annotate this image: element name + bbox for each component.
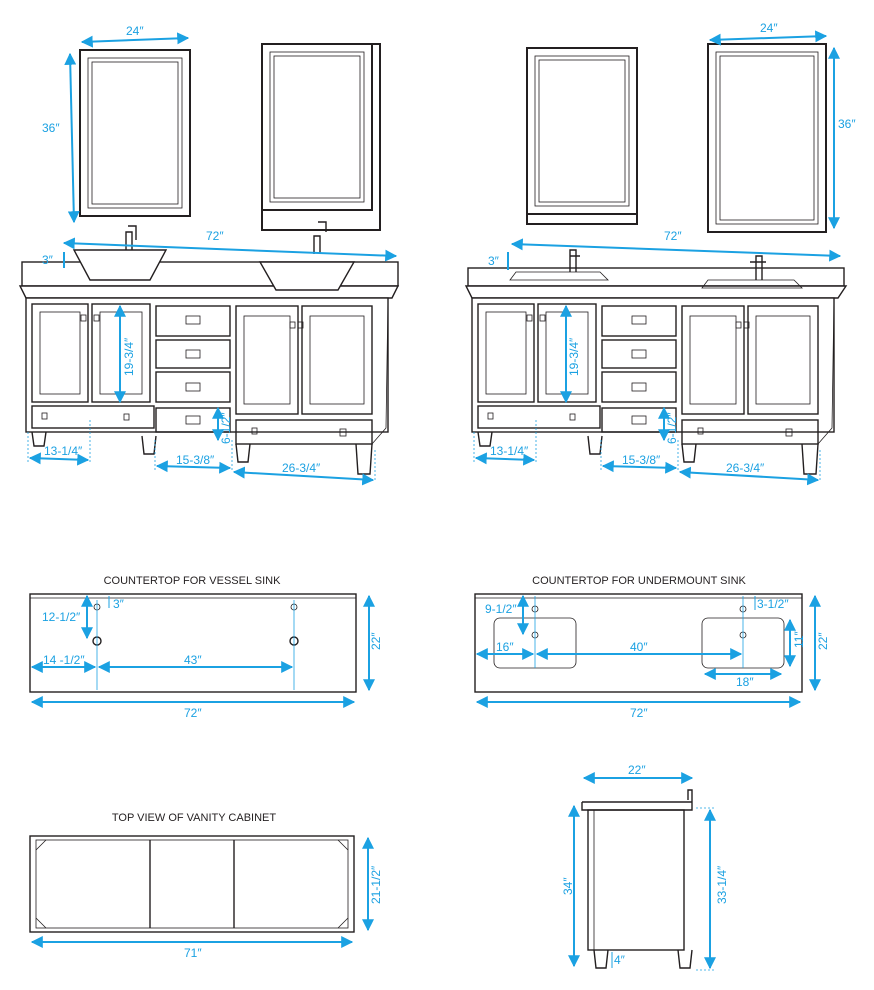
left-mirror — [526, 47, 638, 215]
dim-mirror-width: 24″ — [126, 24, 144, 38]
dim-drawer-height: 6-1/2″ — [219, 412, 233, 444]
dim-drain-from-back: 12-1/2″ — [42, 610, 81, 624]
dim-cabinet-height: 34″ — [561, 877, 575, 895]
dim-mirror-width: 24″ — [760, 21, 778, 35]
top-view-title: TOP VIEW OF VANITY CABINET — [112, 812, 276, 824]
dim-center-spacing: 40″ — [630, 640, 648, 654]
dim-center-width: 15-3/8″ — [176, 453, 215, 467]
dim-backsplash: 3″ — [488, 254, 500, 268]
dim-center-spacing: 43″ — [184, 653, 202, 667]
dim-overall-height: 33-1/4″ — [715, 865, 729, 904]
right-mirror — [707, 43, 827, 233]
dim-width: 72″ — [184, 706, 202, 720]
right-mirror — [261, 43, 373, 211]
dim-mirror-height: 36″ — [838, 117, 856, 131]
dim-depth: 22″ — [816, 632, 830, 650]
dim-faucet-from-back: 3″ — [113, 597, 125, 611]
dim-backsplash: 3″ — [42, 253, 54, 267]
dim-depth: 21-1/2″ — [369, 865, 383, 904]
dim-drawer-height: 6-1/2″ — [665, 412, 679, 444]
undermount-sink — [509, 271, 609, 281]
dim-right-width: 26-3/4″ — [282, 461, 321, 475]
dim-mirror-height: 36″ — [42, 121, 60, 135]
side-view-cabinet: 22″ 34″ 33-1/4″ 4″ — [561, 763, 729, 971]
dim-width: 71″ — [184, 946, 202, 960]
dim-sink-depth: 11″ — [792, 631, 806, 648]
dim-door-height: 19-3/4″ — [122, 337, 136, 376]
dim-sink-width: 18″ — [736, 675, 754, 689]
vessel-sink — [258, 261, 356, 291]
vessel-sink — [72, 249, 168, 281]
dim-side-width: 13-1/4″ — [44, 444, 83, 458]
vessel-sink-elevation: 24″ 36″ 72″ 3″ 19-3/4″ 6-1/2″ 13-1/4″ 15… — [18, 24, 400, 486]
dim-drain-from-back: 9-1/2″ — [485, 602, 517, 616]
dim-side-width: 13-1/4″ — [490, 444, 529, 458]
countertop — [467, 267, 845, 287]
dim-center-width: 15-3/8″ — [622, 453, 661, 467]
dim-overall-width: 72″ — [206, 229, 224, 243]
dim-faucet-from-back: 3-1/2″ — [757, 597, 789, 611]
undermount-sink-elevation: 24″ 36″ 72″ 3″ 19-3/4″ 6-1/2″ 13-1/4″ 15… — [464, 21, 856, 486]
dim-door-height: 19-3/4″ — [567, 337, 581, 376]
dim-depth: 22″ — [369, 632, 383, 650]
dim-depth: 22″ — [628, 763, 646, 777]
dim-right-width: 26-3/4″ — [726, 461, 765, 475]
top-view-cabinet: TOP VIEW OF VANITY CABINET 21-1/2″ 71″ — [29, 812, 383, 960]
faucet-icon — [313, 221, 327, 254]
dim-left-offset: 16″ — [496, 640, 514, 654]
left-mirror — [79, 49, 191, 217]
undermount-countertop-plan: COUNTERTOP FOR UNDERMOUNT SINK 9-1/2″ 3-… — [474, 575, 830, 720]
dim-left-offset: 14 -1/2″ — [43, 653, 85, 667]
undermount-sink — [701, 279, 803, 289]
dim-leg-height: 4″ — [614, 953, 626, 967]
undermount-countertop-title: COUNTERTOP FOR UNDERMOUNT SINK — [532, 575, 746, 587]
dim-overall-width: 72″ — [664, 229, 682, 243]
right-mirror-frame — [261, 43, 381, 231]
dim-width: 72″ — [630, 706, 648, 720]
vessel-countertop-title: COUNTERTOP FOR VESSEL SINK — [104, 575, 282, 587]
vessel-countertop-plan: COUNTERTOP FOR VESSEL SINK 3″ 12-1/2″ 14… — [29, 575, 383, 720]
